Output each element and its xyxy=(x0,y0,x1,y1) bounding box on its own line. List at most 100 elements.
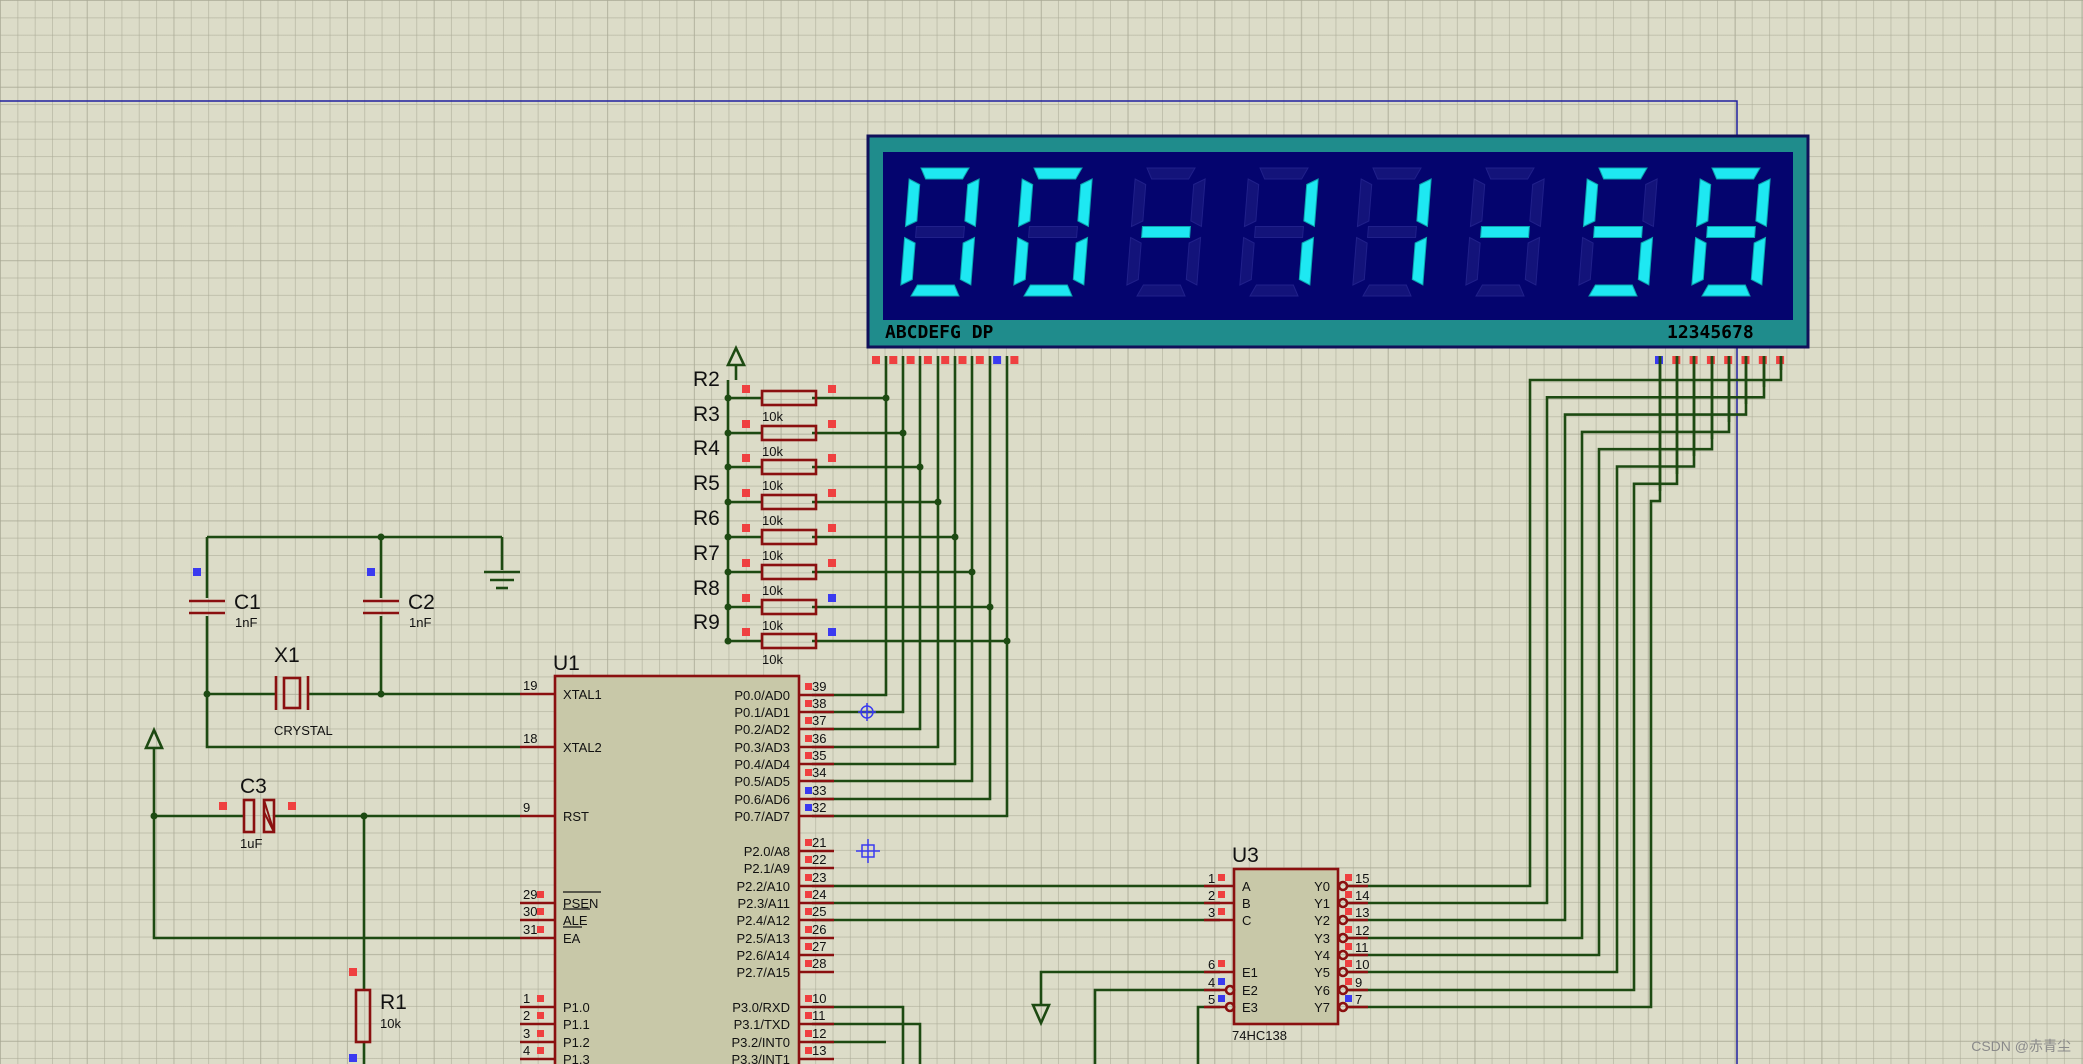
seven-segment-display[interactable]: ABCDEFG DP 12345678 xyxy=(866,134,1810,364)
svg-text:13: 13 xyxy=(1355,905,1369,920)
decoder-u3[interactable]: U374HC1381A2B3C6E14E25E315Y014Y113Y212Y3… xyxy=(1204,844,1369,1043)
decoder-pin-e3[interactable]: 5E3 xyxy=(1204,992,1258,1015)
mcu-pin-p1-2[interactable]: 3P1.2 xyxy=(520,1026,590,1050)
segment-f xyxy=(1243,178,1260,228)
svg-text:C: C xyxy=(1242,913,1251,928)
svg-text:P1.2: P1.2 xyxy=(563,1035,590,1050)
svg-text:13: 13 xyxy=(812,1043,826,1058)
display-digit xyxy=(1691,167,1771,297)
resistor-value: 10k xyxy=(762,513,783,528)
segment-g xyxy=(1593,226,1643,238)
capacitor-c1[interactable]: C1 1nF xyxy=(189,568,261,630)
capacitor-c2[interactable]: C2 1nF xyxy=(363,568,435,630)
crystal-x1[interactable]: X1 CRYSTAL xyxy=(274,644,333,738)
segment-d xyxy=(1362,284,1412,297)
resistor-value: 10k xyxy=(762,444,783,459)
segment-e xyxy=(1691,236,1707,286)
resistor-value: 10k xyxy=(762,618,783,633)
mcu-pin-p1-1[interactable]: 2P1.1 xyxy=(520,1008,590,1032)
segment-f xyxy=(1356,178,1373,228)
resistor-r5[interactable]: R5 10k xyxy=(693,472,836,528)
capacitor-c3[interactable]: C3 1uF xyxy=(219,775,296,851)
svg-text:12: 12 xyxy=(1355,923,1369,938)
decoder-pin-e2[interactable]: 4E2 xyxy=(1204,975,1258,998)
segment-b xyxy=(1303,178,1319,228)
segment-e xyxy=(900,236,916,286)
mcu-pin-p1-0[interactable]: 1P1.0 xyxy=(520,991,590,1015)
decoder-pin-y6[interactable]: 9Y6 xyxy=(1314,975,1368,998)
segment-b xyxy=(1755,178,1771,228)
c1-value: 1nF xyxy=(235,615,257,630)
segment-e xyxy=(1126,236,1142,286)
decoder-pin-y7[interactable]: 7Y7 xyxy=(1314,992,1368,1015)
svg-text:P0.4/AD4: P0.4/AD4 xyxy=(734,757,790,772)
decoder-pin-a[interactable]: 1A xyxy=(1204,871,1251,894)
svg-text:P1.1: P1.1 xyxy=(563,1017,590,1032)
microcontroller-u1[interactable]: U119XTAL118XTAL29RST29PSEN30ALE31EA1P1.0… xyxy=(520,652,834,1064)
decoder-pin-c[interactable]: 3C xyxy=(1204,905,1251,928)
segment-f xyxy=(1017,178,1034,228)
svg-text:P2.3/A11: P2.3/A11 xyxy=(737,896,790,911)
svg-text:B: B xyxy=(1242,896,1251,911)
segment-g xyxy=(1141,226,1191,238)
segment-c xyxy=(1524,236,1541,286)
oscillator-circuit[interactable]: C1 1nF C2 1nF X1 CRYSTAL xyxy=(189,537,520,738)
svg-text:14: 14 xyxy=(1355,888,1369,903)
segment-a xyxy=(1033,167,1083,180)
segment-e xyxy=(1239,236,1255,286)
segment-a xyxy=(1146,167,1196,180)
mcu-pin-p1-3[interactable]: 4P1.3 xyxy=(520,1043,590,1064)
resistor-r1[interactable]: R1 10k xyxy=(349,968,407,1062)
reset-circuit[interactable]: C3 1uF R1 10k xyxy=(143,726,407,1062)
segment-a xyxy=(1598,167,1648,180)
segment-c xyxy=(959,236,976,286)
segment-g xyxy=(915,226,965,238)
svg-text:26: 26 xyxy=(812,922,826,937)
svg-text:37: 37 xyxy=(812,713,826,728)
decoder-pin-b[interactable]: 2B xyxy=(1204,888,1251,911)
decoder-pin-e1[interactable]: 6E1 xyxy=(1204,957,1258,980)
resistor-ref: R5 xyxy=(693,472,720,495)
svg-text:Y5: Y5 xyxy=(1314,965,1330,980)
